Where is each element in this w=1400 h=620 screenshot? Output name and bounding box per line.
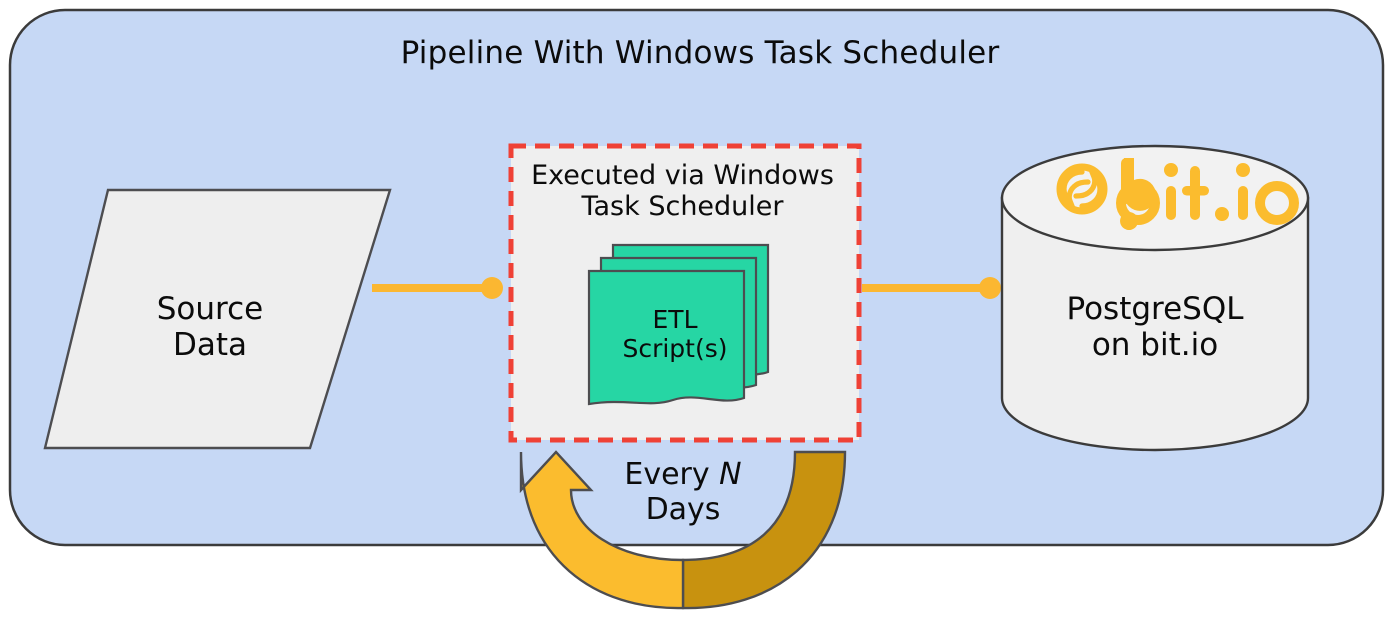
loop-arrow-left-half [519, 450, 685, 610]
schedule-loop-arrow [519, 450, 847, 610]
bitio-swirl-icon [1056, 163, 1108, 215]
edge-endpoint-dot [979, 277, 1001, 299]
bitio-wordmark [1116, 158, 1299, 230]
source-data-shape [43, 188, 392, 450]
edge-endpoint-dot [481, 277, 503, 299]
edge-source-to-etl [372, 277, 503, 299]
edge-etl-to-database [862, 277, 1001, 299]
etl-script-stack [587, 243, 770, 406]
etl-sheet-front [587, 269, 746, 406]
bitio-logo [1056, 158, 1299, 230]
